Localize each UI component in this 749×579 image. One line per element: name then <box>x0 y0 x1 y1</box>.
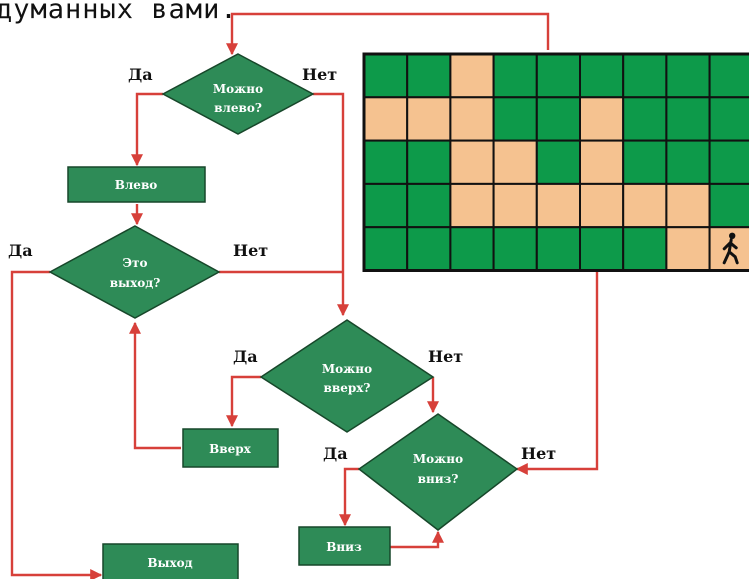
maze-path-cell <box>535 182 581 229</box>
decision-can-down-line2: вниз? <box>418 472 459 486</box>
action-exit-label: Выход <box>147 556 192 570</box>
maze-path-cell <box>579 182 625 229</box>
maze-path-cell <box>622 182 668 229</box>
walking-person-icon <box>722 232 739 265</box>
arrow-exit-yes <box>10 270 103 579</box>
maze-wall-cell <box>363 53 409 99</box>
maze-path-cell <box>492 182 538 229</box>
maze-wall-cell <box>708 96 749 142</box>
decision-can-up: Можно вверх? <box>259 319 435 433</box>
maze-wall-cell <box>708 139 749 185</box>
label-up-yes: Да <box>233 347 258 366</box>
arrow-maze-to-start <box>226 12 550 56</box>
maze-wall-cell <box>535 226 581 272</box>
maze-wall-cell <box>406 182 452 229</box>
decision-can-left-line1: Можно <box>213 82 263 96</box>
maze-path-cell <box>363 96 409 142</box>
maze-path-cell <box>579 139 625 185</box>
decision-is-exit-line2: выход? <box>110 276 161 290</box>
label-left-yes: Да <box>128 65 153 84</box>
maze-path-cell <box>449 182 495 229</box>
arrow-up-block-to-exit-check <box>129 321 181 450</box>
arrow-down-yes <box>339 467 359 527</box>
maze-wall-cell <box>622 226 668 272</box>
decision-can-up-line1: Можно <box>322 362 372 376</box>
decision-is-exit-line1: Это <box>123 256 148 270</box>
action-exit: Выход <box>102 543 239 579</box>
arrow-up-yes <box>226 375 261 428</box>
maze-wall-cell <box>622 96 668 142</box>
maze-wall-cell <box>492 53 538 99</box>
maze-wall-cell <box>665 53 711 99</box>
maze-path-cell <box>579 96 625 142</box>
decision-can-left: Можно влево? <box>161 53 315 135</box>
maze-wall-cell <box>492 226 538 272</box>
maze-path-cell <box>665 182 711 229</box>
maze-wall-cell <box>406 139 452 185</box>
action-down: Вниз <box>298 526 391 566</box>
label-exit-no: Нет <box>233 241 268 260</box>
maze-wall-cell <box>363 139 409 185</box>
maze-wall-cell <box>535 53 581 99</box>
connectors <box>10 12 599 579</box>
action-left-label: Влево <box>115 178 158 192</box>
maze-wall-cell <box>622 53 668 99</box>
decision-can-down-line1: Можно <box>413 452 463 466</box>
action-down-label: Вниз <box>326 540 362 554</box>
maze-wall-cell <box>492 96 538 142</box>
action-up: Вверх <box>182 428 279 468</box>
maze-path-cell <box>665 226 711 272</box>
arrow-left-yes <box>131 92 163 167</box>
arrow-down-block-to-down-check <box>390 530 444 549</box>
maze-wall-cell <box>449 226 495 272</box>
maze-wall-cell <box>406 53 452 99</box>
maze-path-cell <box>449 53 495 99</box>
maze-wall-cell <box>708 53 749 99</box>
maze-wall-cell <box>363 182 409 229</box>
decision-can-up-line2: вверх? <box>324 381 371 395</box>
maze-wall-cell <box>579 53 625 99</box>
maze-path-cell <box>406 96 452 142</box>
maze-path-cell <box>449 96 495 142</box>
maze-path-cell <box>492 139 538 185</box>
label-up-no: Нет <box>428 347 463 366</box>
label-down-yes: Да <box>323 444 348 463</box>
arrow-down-no <box>515 271 599 475</box>
decision-is-exit: Это выход? <box>48 225 221 319</box>
action-left: Влево <box>67 166 206 203</box>
maze-wall-cell <box>579 226 625 272</box>
decision-can-down: Можно вниз? <box>357 413 519 531</box>
maze-wall-cell <box>708 182 749 229</box>
maze-wall-cell <box>622 139 668 185</box>
label-exit-yes: Да <box>8 241 33 260</box>
maze-wall-cell <box>665 96 711 142</box>
label-left-no: Нет <box>302 65 337 84</box>
maze-wall-cell <box>535 96 581 142</box>
maze-border <box>362 52 749 272</box>
label-down-no: Нет <box>521 444 556 463</box>
maze-wall-cell <box>406 226 452 272</box>
maze-wall-cell <box>363 226 409 272</box>
maze-wall-cell <box>535 139 581 185</box>
maze-grid <box>362 52 749 272</box>
header-text: думанных вами. <box>0 0 238 25</box>
decision-can-left-line2: влево? <box>214 101 262 115</box>
maze-wall-cell <box>665 139 711 185</box>
action-up-label: Вверх <box>209 442 252 456</box>
arrow-left-no <box>313 92 349 317</box>
maze-path-cell <box>449 139 495 185</box>
